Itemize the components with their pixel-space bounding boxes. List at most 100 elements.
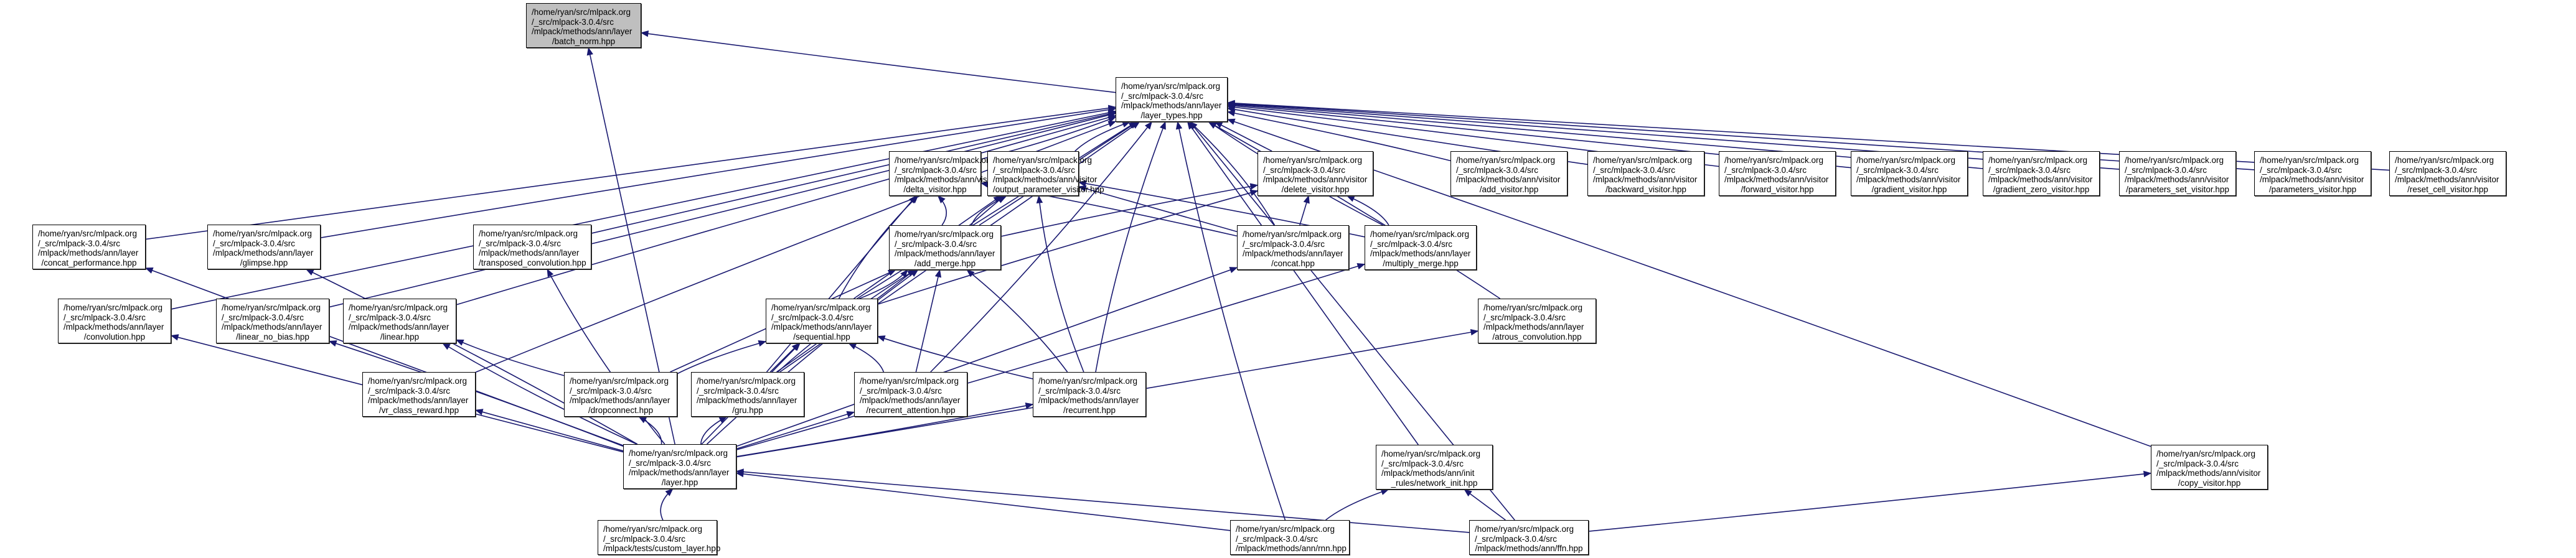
node-label-line: /_src/mlpack-3.0.4/src xyxy=(1724,165,1807,175)
node-label-line: /home/ryan/src/mlpack.org xyxy=(629,449,728,458)
node-label-line: _rules/network_init.hpp xyxy=(1391,478,1478,488)
node-label-line: /mlpack/methods/ann/layer xyxy=(222,322,322,332)
edge-layer-to-vr_class_reward xyxy=(475,409,624,452)
edge-recurrent_attention-to-layer_types xyxy=(930,121,1152,373)
node-label-line: /mlpack/methods/ann/visitor xyxy=(1456,175,1561,184)
arrowhead-icon xyxy=(638,416,647,424)
node-ffn[interactable]: /home/ryan/src/mlpack.org/_src/mlpack-3.… xyxy=(1469,520,1589,555)
arrowhead-icon xyxy=(455,339,464,346)
node-atrous-convolution[interactable]: /home/ryan/src/mlpack.org/_src/mlpack-3.… xyxy=(1478,299,1596,343)
node-output-parameter-visitor[interactable]: /home/ryan/src/mlpack.org/_src/mlpack-3.… xyxy=(987,151,1104,196)
node-linear[interactable]: /home/ryan/src/mlpack.org/_src/mlpack-3.… xyxy=(343,299,456,343)
node-convolution[interactable]: /home/ryan/src/mlpack.org/_src/mlpack-3.… xyxy=(58,299,171,343)
edge-recurrent-to-add_merge xyxy=(966,269,1068,373)
node-label-line: /mlpack/methods/ann/layer xyxy=(1370,249,1471,258)
edge-parameters_visitor-to-layer_types xyxy=(1227,103,2255,170)
node-label-line: /_src/mlpack-3.0.4/src xyxy=(1038,386,1121,396)
node-label-line: /home/ryan/src/mlpack.org xyxy=(697,376,796,386)
edge-layer-to-multiply_merge xyxy=(736,263,1365,450)
node-label-line: /mlpack/methods/ann/visitor xyxy=(1263,175,1368,184)
node-gradient-visitor[interactable]: /home/ryan/src/mlpack.org/_src/mlpack-3.… xyxy=(1851,151,1968,196)
arrowhead-icon xyxy=(442,343,451,350)
node-label-line: /home/ryan/src/mlpack.org xyxy=(603,524,703,534)
node-label-line: /mlpack/methods/ann/layer xyxy=(368,396,469,405)
edge-layer-to-recurrent_attention xyxy=(736,411,855,450)
arrowhead-icon xyxy=(1470,328,1479,336)
node-reset-cell-visitor[interactable]: /home/ryan/src/mlpack.org/_src/mlpack-3.… xyxy=(2389,151,2506,196)
node-add-visitor[interactable]: /home/ryan/src/mlpack.org/_src/mlpack-3.… xyxy=(1450,151,1568,196)
node-vr-class-reward[interactable]: /home/ryan/src/mlpack.org/_src/mlpack-3.… xyxy=(362,372,476,417)
node-label-line: /mlpack/methods/ann/visitor xyxy=(2125,175,2229,184)
edge-dropconnect-to-sequential xyxy=(677,341,766,374)
node-label-line: /home/ryan/src/mlpack.org xyxy=(1988,156,2088,165)
node-label-line: /_src/mlpack-3.0.4/src xyxy=(479,238,562,248)
node-forward-visitor[interactable]: /home/ryan/src/mlpack.org/_src/mlpack-3.… xyxy=(1719,151,1836,196)
node-label-line: /_src/mlpack-3.0.4/src xyxy=(1593,165,1676,175)
node-label-line: /mlpack/methods/ann/layer xyxy=(860,396,961,405)
node-label-line: /_src/mlpack-3.0.4/src xyxy=(629,458,712,468)
node-layer[interactable]: /home/ryan/src/mlpack.org/_src/mlpack-3.… xyxy=(623,444,736,489)
node-gru[interactable]: /home/ryan/src/mlpack.org/_src/mlpack-3.… xyxy=(691,372,804,417)
node-label-line: /mlpack/methods/ann/layer xyxy=(1038,396,1139,405)
arrowhead-icon xyxy=(2143,470,2152,478)
node-recurrent-attention[interactable]: /home/ryan/src/mlpack.org/_src/mlpack-3.… xyxy=(854,372,967,417)
edge-rnn-to-layer_types xyxy=(1177,121,1286,521)
node-layer-types[interactable]: /home/ryan/src/mlpack.org/_src/mlpack-3.… xyxy=(1116,77,1228,122)
arrowhead-icon xyxy=(1025,402,1034,409)
node-label-line: /home/ryan/src/mlpack.org xyxy=(479,229,578,238)
node-add-merge[interactable]: /home/ryan/src/mlpack.org/_src/mlpack-3.… xyxy=(889,225,1001,270)
node-network-init[interactable]: /home/ryan/src/mlpack.org/_src/mlpack-3.… xyxy=(1376,445,1493,490)
node-backward-visitor[interactable]: /home/ryan/src/mlpack.org/_src/mlpack-3.… xyxy=(1587,151,1704,196)
node-delta-visitor[interactable]: /home/ryan/src/mlpack.org/_src/mlpack-3.… xyxy=(889,151,999,196)
node-label-line: /gradient_visitor.hpp xyxy=(1871,184,1947,194)
node-recurrent[interactable]: /home/ryan/src/mlpack.org/_src/mlpack-3.… xyxy=(1033,372,1146,417)
arrowhead-icon xyxy=(1226,118,1236,125)
node-concat[interactable]: /home/ryan/src/mlpack.org/_src/mlpack-3.… xyxy=(1237,225,1349,270)
node-label-line: /_src/mlpack-3.0.4/src xyxy=(1121,91,1204,101)
node-label-line: /_src/mlpack-3.0.4/src xyxy=(895,165,977,175)
node-label-line: /mlpack/methods/ann/layer xyxy=(1121,101,1222,110)
node-label-line: /_src/mlpack-3.0.4/src xyxy=(213,238,296,248)
arrowhead-icon xyxy=(1346,195,1355,202)
node-custom-layer[interactable]: /home/ryan/src/mlpack.org/_src/mlpack-3.… xyxy=(598,520,720,555)
node-dropconnect[interactable]: /home/ryan/src/mlpack.org/_src/mlpack-3.… xyxy=(564,372,677,417)
edge-rnn-to-layer xyxy=(736,472,1231,531)
node-sequential[interactable]: /home/ryan/src/mlpack.org/_src/mlpack-3.… xyxy=(766,299,878,343)
edge-rnn-to-network_init xyxy=(1325,489,1389,521)
node-rnn[interactable]: /home/ryan/src/mlpack.org/_src/mlpack-3.… xyxy=(1230,520,1350,555)
node-linear-no-bias[interactable]: /home/ryan/src/mlpack.org/_src/mlpack-3.… xyxy=(216,299,329,343)
node-label-line: /sequential.hpp xyxy=(793,332,850,342)
node-copy-visitor[interactable]: /home/ryan/src/mlpack.org/_src/mlpack-3.… xyxy=(2151,445,2268,490)
node-label-line: /linear.hpp xyxy=(380,332,420,342)
arrowhead-icon xyxy=(846,411,855,417)
node-label-line: /copy_visitor.hpp xyxy=(2178,478,2241,488)
node-gradient-zero-visitor[interactable]: /home/ryan/src/mlpack.org/_src/mlpack-3.… xyxy=(1983,151,2100,196)
node-label-line: /home/ryan/src/mlpack.org xyxy=(895,156,994,165)
node-label-line: /home/ryan/src/mlpack.org xyxy=(349,303,448,312)
arrowhead-icon xyxy=(735,468,744,475)
arrowhead-icon xyxy=(848,343,857,350)
node-parameters-visitor[interactable]: /home/ryan/src/mlpack.org/_src/mlpack-3.… xyxy=(2254,151,2371,196)
node-label-line: /home/ryan/src/mlpack.org xyxy=(1038,376,1138,386)
node-batch-norm[interactable]: /home/ryan/src/mlpack.org/_src/mlpack-3.… xyxy=(526,3,641,48)
edge-dropconnect-to-linear xyxy=(456,339,565,376)
node-parameters-set-visitor[interactable]: /home/ryan/src/mlpack.org/_src/mlpack-3.… xyxy=(2119,151,2236,196)
node-label-line: /mlpack/methods/ann/layer xyxy=(349,322,449,332)
edge-add_visitor-to-layer_types xyxy=(1227,111,1451,162)
arrowhead-icon xyxy=(1249,183,1259,190)
node-concat-performance[interactable]: /home/ryan/src/mlpack.org/_src/mlpack-3.… xyxy=(32,225,146,269)
node-label-line: /concat_performance.hpp xyxy=(41,258,137,267)
node-multiply-merge[interactable]: /home/ryan/src/mlpack.org/_src/mlpack-3.… xyxy=(1365,225,1477,270)
node-delete-visitor[interactable]: /home/ryan/src/mlpack.org/_src/mlpack-3.… xyxy=(1257,151,1373,196)
node-glimpse[interactable]: /home/ryan/src/mlpack.org/_src/mlpack-3.… xyxy=(207,225,321,269)
arrowhead-icon xyxy=(877,335,886,342)
node-label-line: /mlpack/methods/ann/ffn.hpp xyxy=(1475,544,1583,553)
node-label-line: /layer_types.hpp xyxy=(1140,110,1203,120)
node-label-line: /gradient_zero_visitor.hpp xyxy=(1993,184,2090,194)
arrowhead-icon xyxy=(328,340,337,347)
node-transposed-convolution[interactable]: /home/ryan/src/mlpack.org/_src/mlpack-3.… xyxy=(473,225,591,269)
arrowhead-icon xyxy=(1175,121,1183,130)
node-label-line: /_src/mlpack-3.0.4/src xyxy=(771,312,854,322)
node-label-line: /concat.hpp xyxy=(1271,258,1315,268)
node-label-line: /home/ryan/src/mlpack.org xyxy=(993,156,1093,165)
